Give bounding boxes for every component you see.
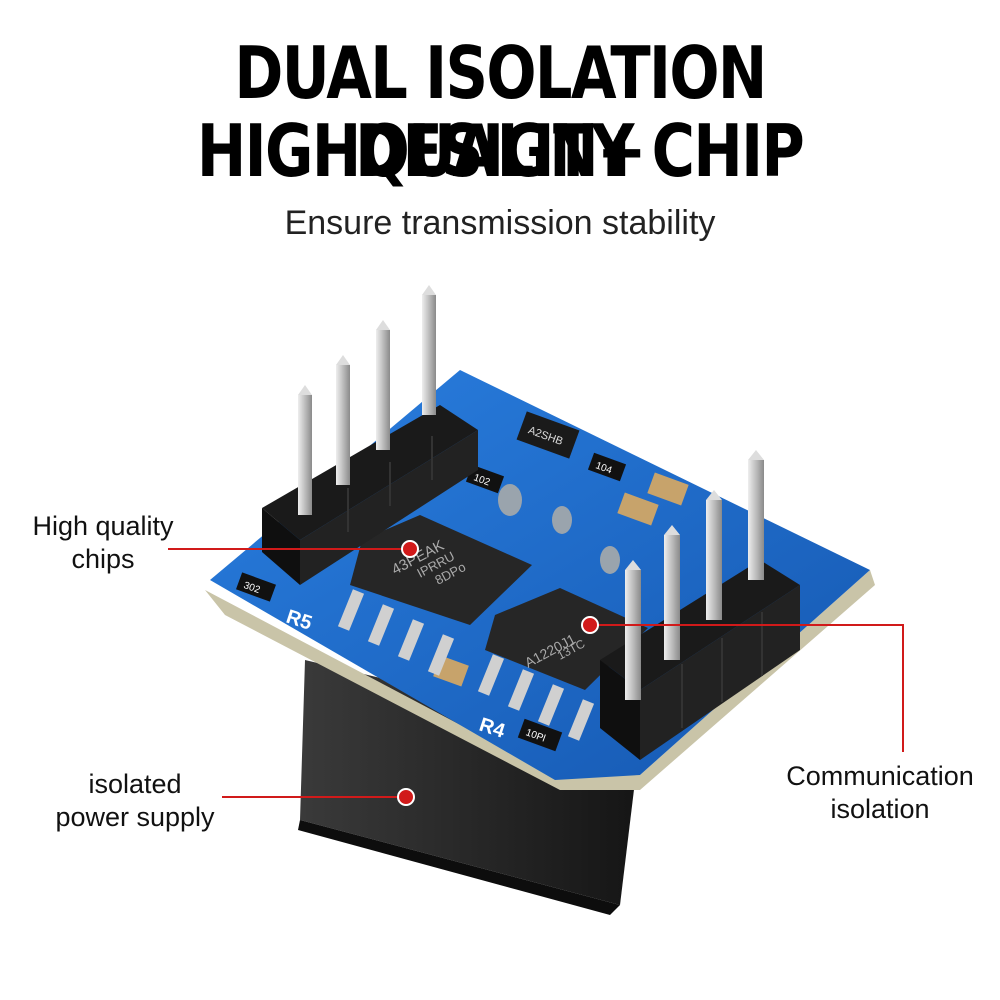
pin-2	[336, 365, 350, 485]
subtitle: Ensure transmission stability	[284, 204, 716, 242]
pin-8	[748, 460, 764, 580]
passive-components: 302 10Pl 102 104 A2SHB	[236, 411, 689, 752]
callout-lines	[168, 548, 904, 798]
headline-line1: DUAL ISOLATION DESIGN+	[234, 31, 767, 193]
callout-dot-power	[397, 788, 415, 806]
left-pin-header	[262, 285, 478, 585]
callout-dot-comm	[581, 616, 599, 634]
callout-chips: High quality chips	[18, 510, 188, 576]
callout-comm-line1: Communication	[786, 761, 974, 791]
pin-4	[422, 295, 436, 415]
pin-3	[376, 330, 390, 450]
callout-line-comm	[590, 624, 904, 752]
callout-chips-line1: High quality	[32, 511, 174, 541]
callout-power-line2: power supply	[55, 802, 215, 832]
callout-dot-chips	[401, 540, 419, 558]
callout-power-line1: isolated	[88, 769, 182, 799]
callout-power: isolated power supply	[40, 768, 230, 834]
chip-1: 43PEAK IPRRU 8DPo	[337, 515, 532, 676]
pin-5	[625, 570, 641, 700]
callout-comm: Communication isolation	[770, 760, 990, 826]
callout-comm-line2: isolation	[830, 794, 930, 824]
pin-7	[706, 500, 722, 620]
pin-6	[664, 535, 680, 660]
pin-1	[298, 395, 312, 515]
headline-line2: HIGHQUALITY CHIP	[196, 109, 805, 193]
callout-chips-line2: chips	[71, 544, 135, 574]
